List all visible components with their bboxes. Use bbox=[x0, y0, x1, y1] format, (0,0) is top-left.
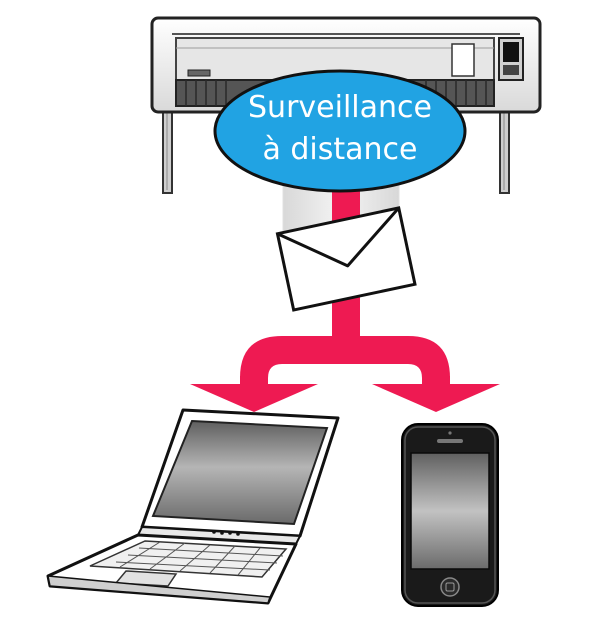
smartphone-icon bbox=[401, 423, 499, 607]
bubble-line-1: Surveillance bbox=[248, 90, 432, 125]
laptop-icon bbox=[46, 408, 340, 605]
remote-monitoring-bubble: Surveillance à distance bbox=[213, 69, 467, 193]
envelope-icon bbox=[275, 206, 417, 312]
bubble-line-2: à distance bbox=[262, 132, 417, 167]
